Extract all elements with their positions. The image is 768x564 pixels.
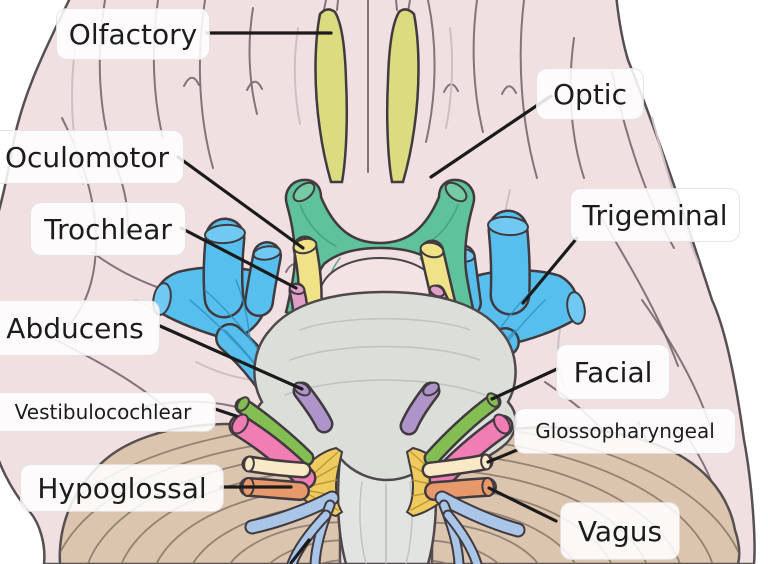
leader-lines: [158, 31, 579, 564]
optic-cut-end-left: [292, 181, 316, 203]
optic-cut-end-right: [444, 181, 468, 203]
leader-line-vagus: [487, 486, 558, 523]
label-vestibulocochlear: Vestibulocochlear: [0, 392, 216, 432]
abducens-nerve-right: [399, 381, 441, 436]
label-glossopharyngeal: Glossopharyngeal: [514, 408, 736, 454]
leader-line-unlabeled-0: [289, 538, 311, 564]
label-vagus: Vagus: [560, 502, 680, 560]
label-trigeminal: Trigeminal: [570, 188, 740, 242]
trigeminal-cut-end: [204, 223, 246, 245]
olfactory-tract-right: [385, 8, 420, 184]
label-olfactory: Olfactory: [56, 8, 210, 60]
olfactory-tract-left: [314, 8, 349, 184]
label-hypoglossal: Hypoglossal: [20, 464, 224, 512]
leader-line-facial: [490, 367, 559, 401]
leader-line-trigeminal: [521, 236, 579, 305]
leader-line-glossopharyngeal: [486, 448, 519, 464]
abducens-nerve-left: [292, 381, 334, 434]
leader-line-trochlear: [179, 226, 298, 290]
label-oculomotor: Oculomotor: [0, 130, 184, 184]
facial-nerve-left: [234, 396, 315, 467]
label-trochlear: Trochlear: [30, 202, 186, 256]
olfactory-nerves: [314, 0, 420, 184]
glossopharyngeal-nerve-left: [241, 455, 312, 479]
label-abducens: Abducens: [0, 300, 160, 356]
leader-line-vestibulocochlear: [213, 407, 238, 418]
leader-line-optic: [429, 94, 553, 179]
leader-line-oculomotor: [176, 155, 305, 250]
leader-line-abducens: [158, 324, 304, 391]
label-facial: Facial: [556, 344, 670, 400]
label-optic: Optic: [536, 68, 644, 120]
glossopharyngeal-nerve-right: [421, 453, 494, 479]
accessory-nerve-right: [434, 490, 526, 564]
facial-nerve-right: [423, 392, 502, 467]
